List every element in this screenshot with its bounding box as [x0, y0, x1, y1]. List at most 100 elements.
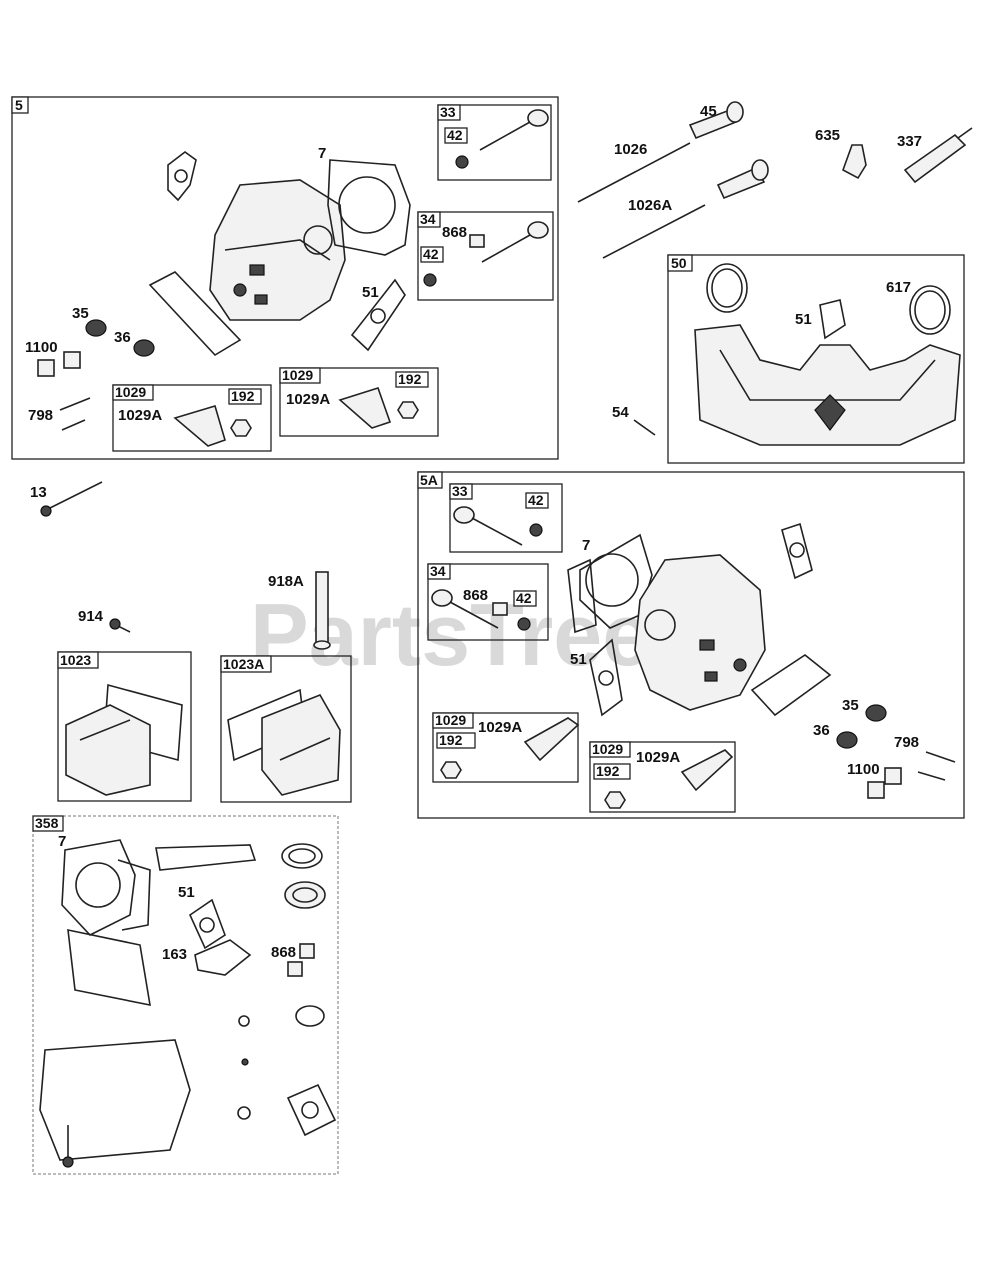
- callout-7-b: 7: [582, 537, 590, 554]
- exhaust-valve-b-part[interactable]: [431, 589, 531, 631]
- group-5a: 5A 33 42 34 868 42 7 5: [417, 471, 965, 819]
- exhaust-gasket-c-part[interactable]: [194, 939, 252, 976]
- nut-192-a-part[interactable]: [230, 419, 252, 437]
- pushrod-gasket-part[interactable]: [567, 558, 597, 634]
- rocker-arm-a-part[interactable]: [173, 405, 226, 447]
- subgroup-1029-tag-b: 1029: [282, 367, 313, 383]
- retainer-1100-b-part[interactable]: [884, 767, 902, 785]
- subgroup-34-tag: 34: [420, 211, 436, 227]
- pushrod-1026a-part[interactable]: [602, 204, 706, 259]
- head-gasket-part[interactable]: [327, 159, 411, 256]
- rocker-cover-b-part[interactable]: [227, 688, 341, 796]
- tappet-45-b-part[interactable]: [716, 159, 769, 200]
- intake-gasket-d-part[interactable]: [188, 898, 226, 950]
- callout-51: 51: [362, 284, 379, 301]
- exhaust-gasket-b-part[interactable]: [781, 522, 813, 580]
- subgroup-1023a: 1023A: [220, 655, 352, 803]
- head-gasket-c-part[interactable]: [61, 839, 151, 936]
- valve-spring-35-b-part[interactable]: [865, 704, 887, 722]
- head-bolt-part[interactable]: [40, 481, 103, 517]
- screw-914-part[interactable]: [109, 618, 131, 633]
- nut-192-c-part[interactable]: [440, 761, 462, 779]
- intake-gasket-b-part[interactable]: [819, 299, 846, 340]
- group-50-frame: [667, 254, 965, 464]
- pushrod-gasket-b-part[interactable]: [155, 844, 257, 871]
- callout-617: 617: [886, 279, 911, 296]
- oil-seal-a-part[interactable]: [281, 843, 323, 869]
- cylinder-head-part[interactable]: [209, 179, 346, 321]
- group-5: 5 7 51 35 36: [11, 96, 559, 460]
- subgroup-1029-frame-c: [432, 712, 579, 783]
- rocker-cover-gasket-part[interactable]: [148, 271, 242, 357]
- valve-spring-36-part[interactable]: [133, 339, 155, 357]
- intake-manifold-part[interactable]: [694, 324, 961, 446]
- callout-868-a: 868: [442, 224, 467, 241]
- cylinder-head-b-part[interactable]: [634, 554, 766, 711]
- bolt-798-b-part[interactable]: [917, 751, 956, 781]
- o-ring-right-part[interactable]: [909, 285, 951, 335]
- callout-42-b: 42: [423, 246, 439, 262]
- callout-635: 635: [815, 127, 840, 144]
- rocker-arm-d-part[interactable]: [680, 749, 734, 792]
- callout-7-c: 7: [58, 833, 66, 850]
- intake-gasket-c-part[interactable]: [589, 638, 623, 717]
- bolt-798-part[interactable]: [59, 397, 91, 431]
- callout-337: 337: [897, 133, 922, 150]
- subgroup-1029-frame-a: [112, 384, 272, 452]
- callout-798: 798: [28, 407, 53, 424]
- oil-seal-b-part[interactable]: [284, 881, 326, 909]
- callout-192-c: 192: [439, 732, 463, 748]
- subgroup-1029-tag-d: 1029: [592, 741, 623, 757]
- rocker-arm-c-part[interactable]: [523, 717, 580, 762]
- subgroup-33-tag-b: 33: [452, 483, 468, 499]
- callout-1100-b: 1100: [847, 761, 880, 778]
- washer-b-part[interactable]: [237, 1106, 251, 1120]
- intake-valve-b-part[interactable]: [453, 506, 543, 546]
- callout-1100: 1100: [25, 339, 58, 356]
- exhaust-gasket-small-part[interactable]: [167, 151, 197, 202]
- exhaust-valve-part[interactable]: [423, 221, 549, 287]
- valve-spring-35-part[interactable]: [85, 319, 107, 337]
- callout-1026: 1026: [614, 141, 647, 158]
- rocker-arm-b-part[interactable]: [338, 387, 392, 429]
- nut-192-b-part[interactable]: [397, 401, 419, 419]
- drain-bolt-part[interactable]: [62, 1125, 74, 1168]
- callout-51-d: 51: [178, 884, 195, 901]
- bolt-54-part[interactable]: [633, 419, 656, 436]
- callout-868-b: 868: [463, 587, 488, 604]
- callout-51-b: 51: [795, 311, 812, 328]
- pushrod-1026-part[interactable]: [577, 142, 691, 203]
- subgroup-1023-tag: 1023: [60, 652, 91, 668]
- intake-valve-part[interactable]: [455, 109, 549, 169]
- ball-part[interactable]: [241, 1058, 249, 1066]
- group-5a-frame: [417, 471, 965, 819]
- callout-54: 54: [612, 404, 629, 421]
- callout-918a: 918A: [268, 573, 304, 590]
- spark-plug-part[interactable]: [903, 127, 973, 184]
- subgroup-1029-tag-c: 1029: [435, 712, 466, 728]
- subgroup-34-frame-b: [427, 563, 549, 641]
- callout-13: 13: [30, 484, 47, 501]
- retainer-1100-part[interactable]: [37, 359, 55, 377]
- crankcase-gasket-part[interactable]: [39, 1039, 191, 1161]
- group-50: 50 617 51 54: [612, 254, 965, 464]
- o-ring-left-part[interactable]: [706, 263, 748, 313]
- tappet-45-part[interactable]: [688, 101, 744, 140]
- callout-1029a-d: 1029A: [636, 749, 680, 766]
- group-358: 358 7 51 163 868: [32, 815, 339, 1175]
- valve-spring-36-b-part[interactable]: [836, 731, 858, 749]
- rocker-cover-gasket-c-part[interactable]: [67, 928, 151, 1007]
- o-ring-c-part[interactable]: [295, 1005, 325, 1027]
- spark-plug-boot-part[interactable]: [842, 144, 867, 180]
- valve-seal-868-part[interactable]: [287, 943, 315, 977]
- pushrods-and-tappets: 45 1026 1026A 635 337: [577, 101, 973, 259]
- subgroup-1029-frame-b: [279, 367, 439, 437]
- rocker-cover-gasket-b-part[interactable]: [750, 654, 832, 717]
- nut-192-d-part[interactable]: [604, 791, 626, 809]
- intake-gasket-part[interactable]: [350, 278, 406, 352]
- callout-798-b: 798: [894, 734, 919, 751]
- washer-a-part[interactable]: [238, 1015, 250, 1027]
- exhaust-flange-gasket-part[interactable]: [286, 1083, 337, 1137]
- rocker-cover-a-part[interactable]: [65, 683, 183, 796]
- breather-tube-part[interactable]: [313, 571, 331, 650]
